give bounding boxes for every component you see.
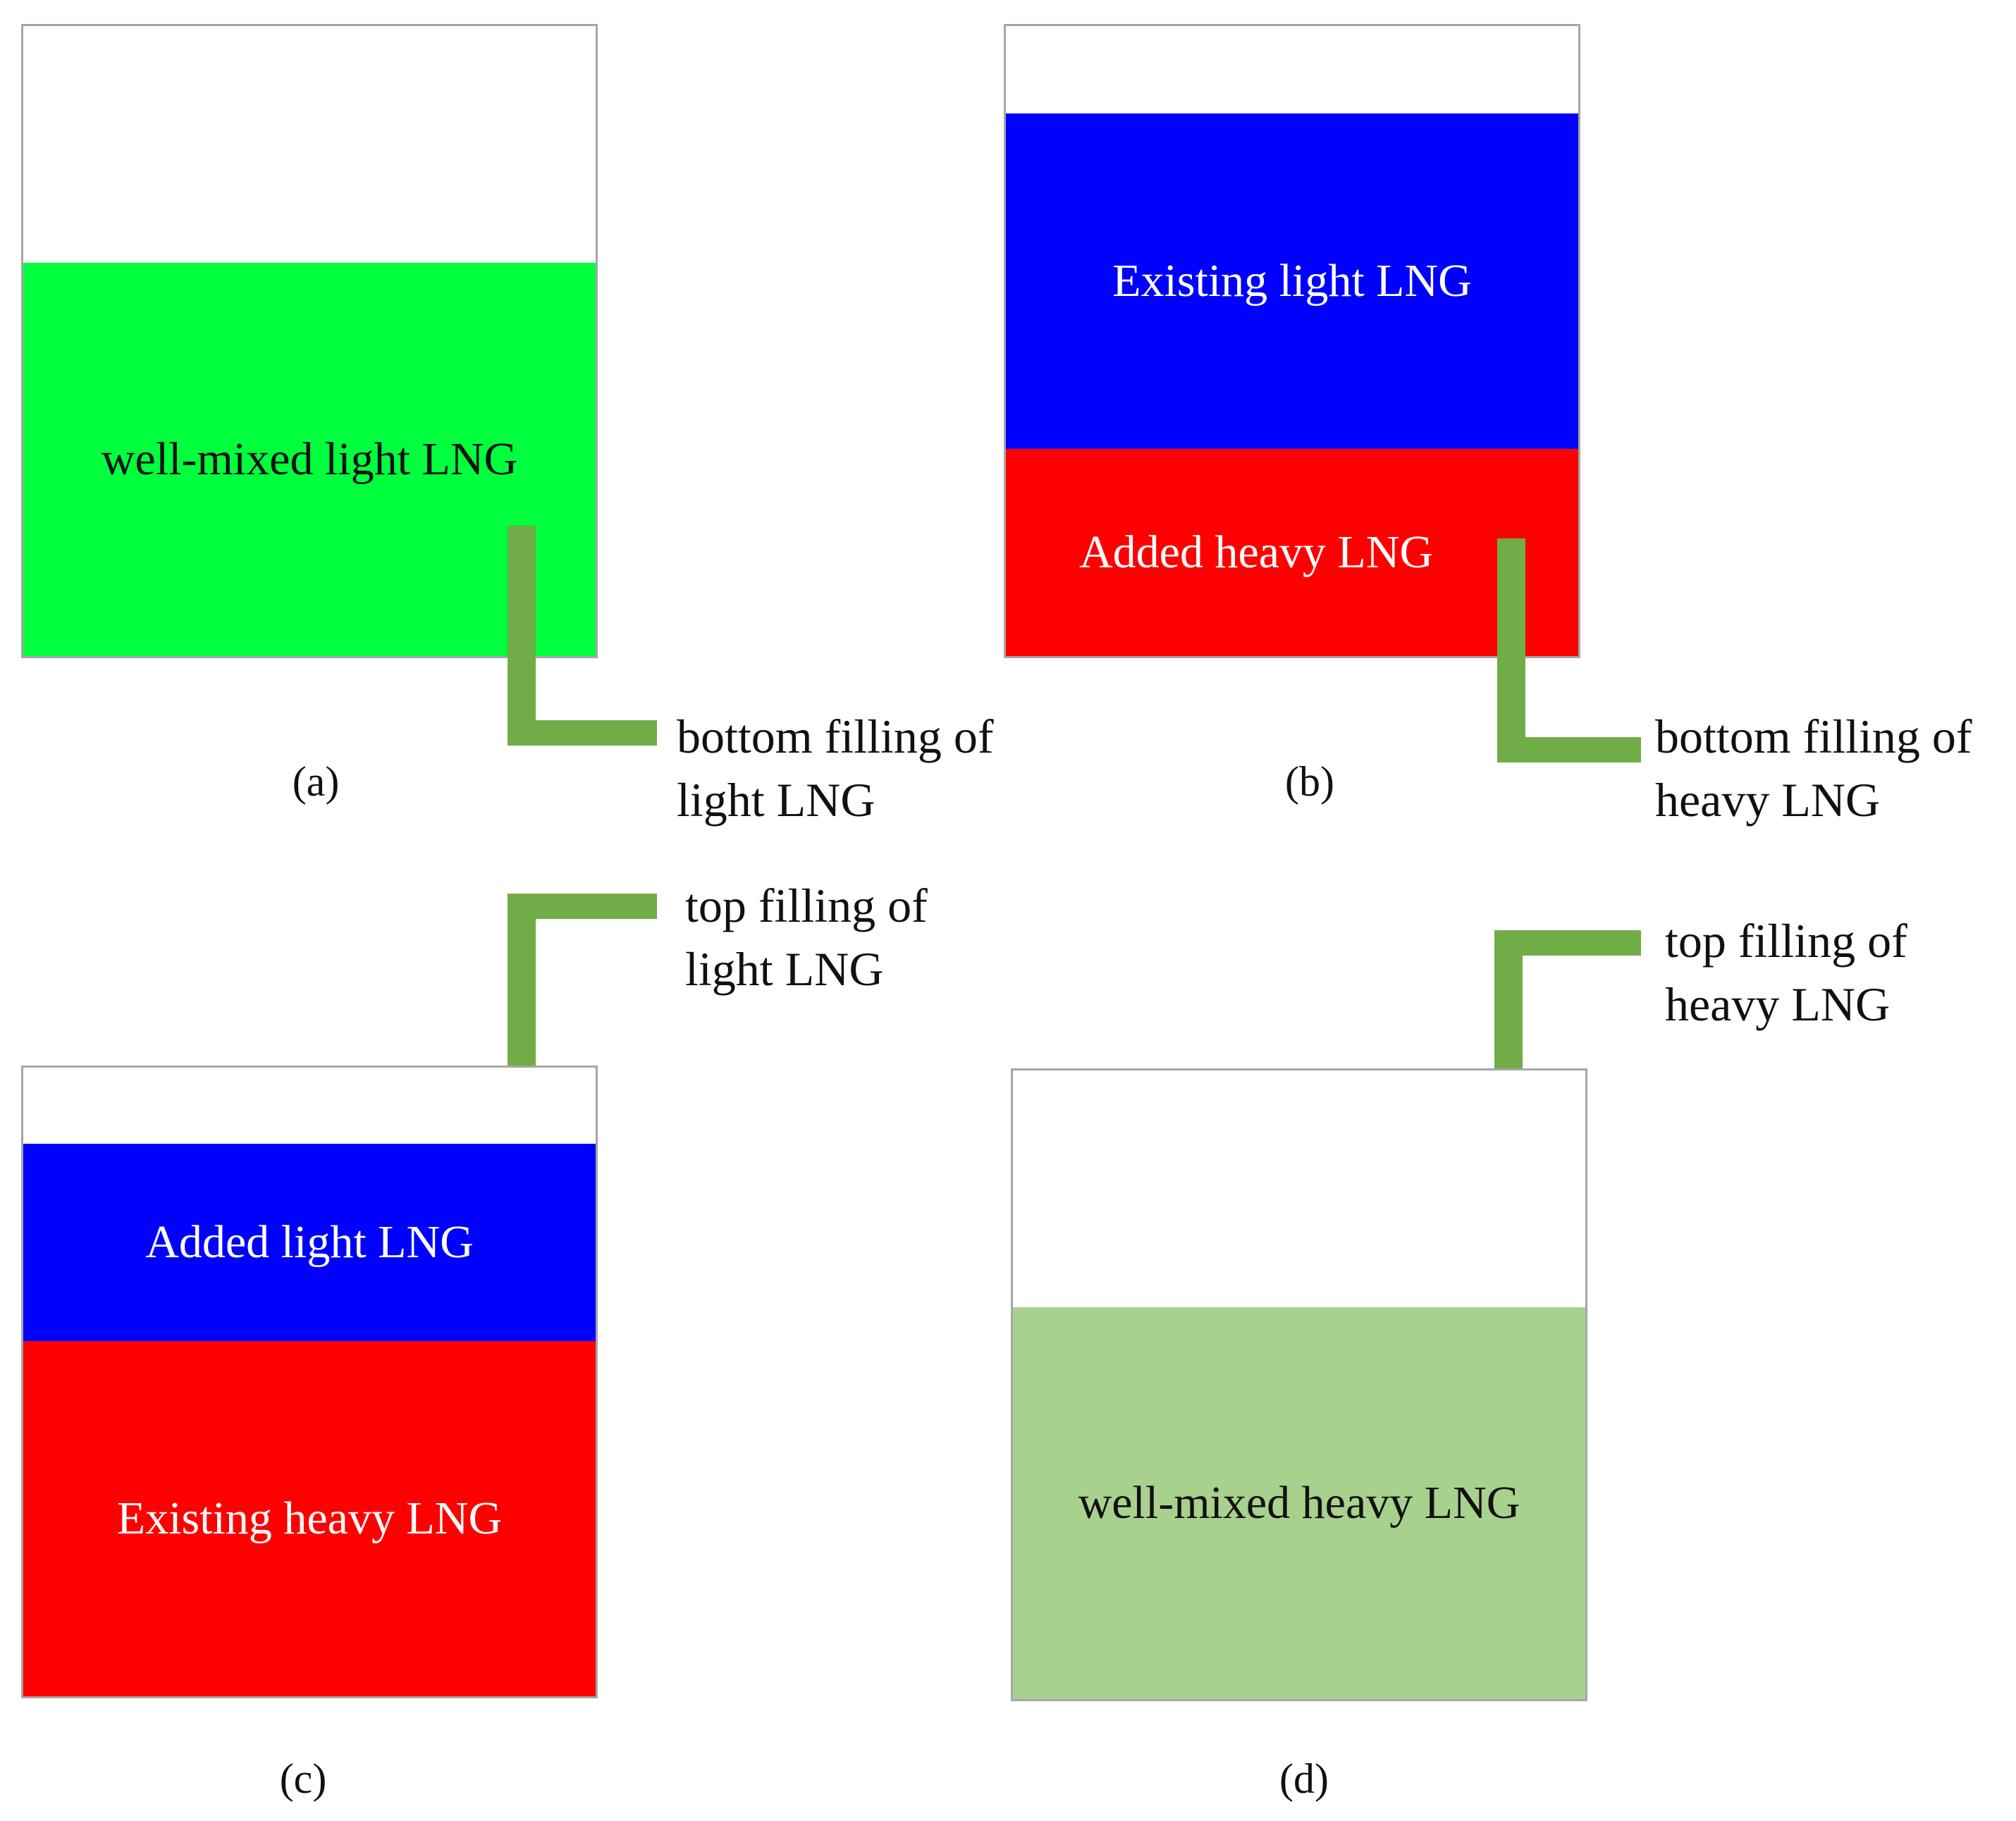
added-heavy-lng-layer: Added heavy LNG xyxy=(1006,449,1578,656)
pipe-label-a: bottom filling of light LNG xyxy=(677,705,994,832)
layer-label: well-mixed heavy LNG xyxy=(1078,1477,1520,1529)
pipe-label-b: bottom filling of heavy LNG xyxy=(1655,705,1972,832)
existing-light-lng-layer: Existing light LNG xyxy=(1006,113,1578,449)
layer-label: Existing heavy LNG xyxy=(116,1493,503,1544)
tank-d: well-mixed heavy LNG xyxy=(1011,1068,1587,1701)
pipe-label-c: top filling of light LNG xyxy=(685,874,928,1001)
bottom-fill-pipe-horizontal-b xyxy=(1497,737,1641,763)
pipe-label-line1: top filling of xyxy=(1665,914,1907,968)
caption-c: (c) xyxy=(279,1755,327,1802)
pipe-label-line2: heavy LNG xyxy=(1655,773,1881,827)
well-mixed-heavy-lng-layer: well-mixed heavy LNG xyxy=(1013,1307,1585,1699)
pipe-label-line1: bottom filling of xyxy=(677,710,994,763)
pipe-label-line2: light LNG xyxy=(677,773,875,827)
layer-label: Added heavy LNG xyxy=(1079,526,1434,578)
bottom-fill-pipe-vertical-b xyxy=(1497,538,1525,763)
tank-a: well-mixed light LNG xyxy=(21,24,598,658)
caption-a: (a) xyxy=(292,758,340,805)
tank-b: Existing light LNG Added heavy LNG xyxy=(1004,24,1580,658)
pipe-label-line2: heavy LNG xyxy=(1665,977,1891,1031)
caption-b: (b) xyxy=(1285,758,1334,805)
existing-heavy-lng-layer: Existing heavy LNG xyxy=(23,1341,596,1696)
added-light-lng-layer: Added light LNG xyxy=(23,1144,596,1341)
layer-label: Existing light LNG xyxy=(1112,255,1472,307)
bottom-fill-pipe-vertical-a xyxy=(508,526,536,746)
bottom-fill-pipe-horizontal-a xyxy=(508,720,657,746)
caption-d: (d) xyxy=(1279,1755,1329,1802)
layer-label: well-mixed light LNG xyxy=(101,433,518,485)
well-mixed-light-lng-layer: well-mixed light LNG xyxy=(23,263,596,656)
layer-label: Added light LNG xyxy=(145,1216,474,1268)
tank-c: Added light LNG Existing heavy LNG xyxy=(21,1066,598,1698)
pipe-label-line1: top filling of xyxy=(685,879,928,932)
pipe-label-d: top filling of heavy LNG xyxy=(1665,909,1907,1036)
pipe-label-line1: bottom filling of xyxy=(1655,710,1972,763)
pipe-label-line2: light LNG xyxy=(685,942,884,996)
